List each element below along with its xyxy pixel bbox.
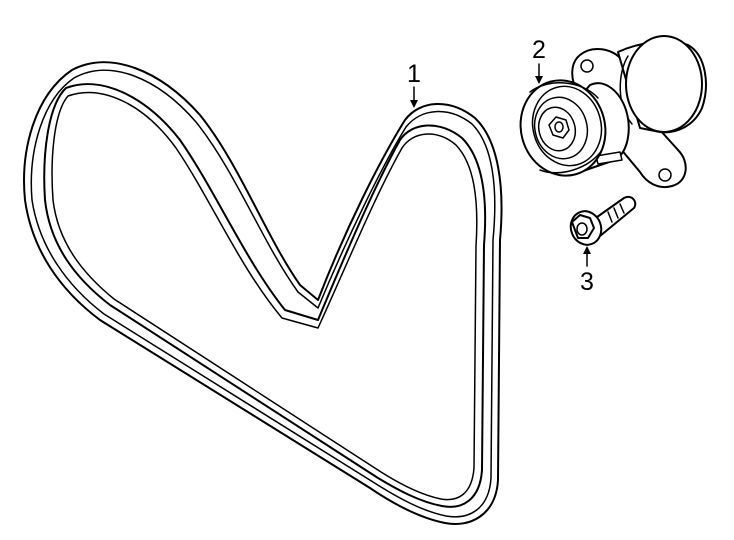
callout-2: 2 [532,36,546,84]
serpentine-belt [23,61,503,525]
callout-3: 3 [580,246,594,296]
belt-tensioner [519,35,707,188]
tensioner-bolt [569,196,637,246]
callout-1-label: 1 [407,60,421,88]
callout-2-label: 2 [532,36,546,64]
callout-3-label: 3 [580,268,594,296]
callout-1: 1 [407,60,421,108]
